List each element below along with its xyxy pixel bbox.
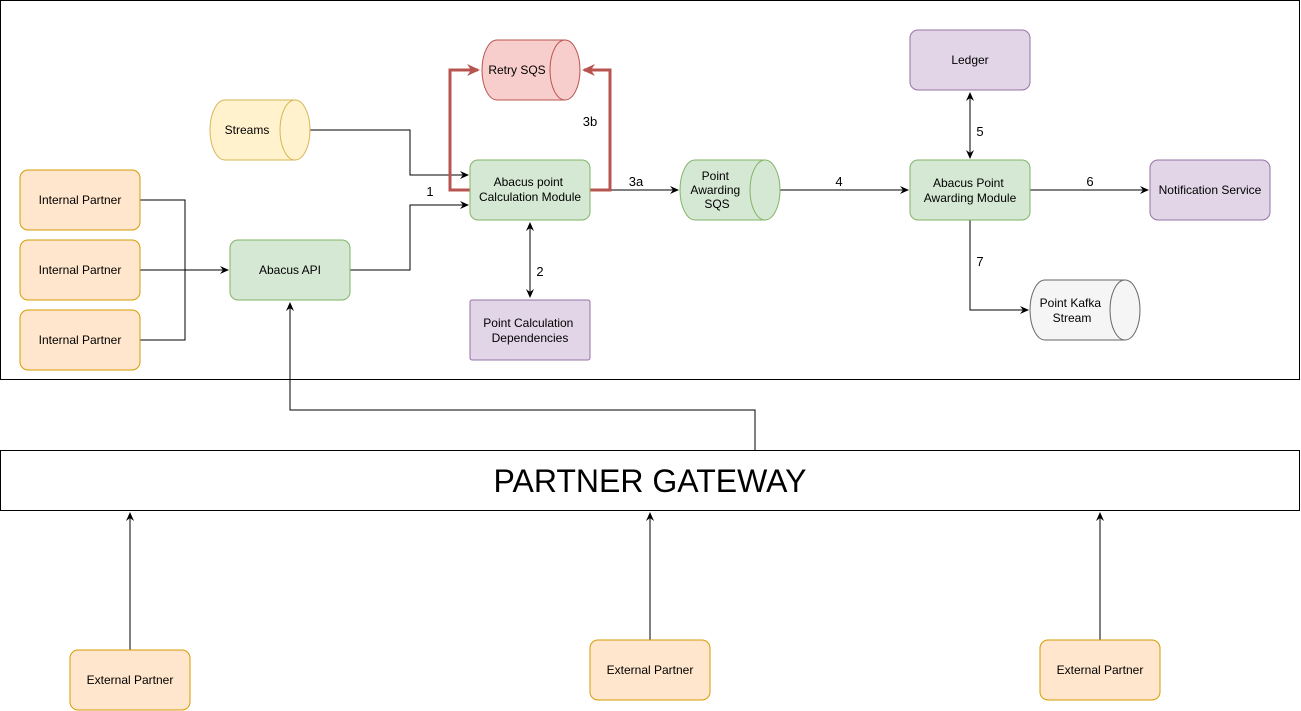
edge-label-3a: 3a xyxy=(629,174,644,189)
notification-service-shape xyxy=(1149,159,1271,221)
edge-label-3b: 3b xyxy=(583,114,597,129)
edge-label-5: 5 xyxy=(976,124,983,139)
edge-label-6: 6 xyxy=(1086,174,1093,189)
awarding-module-label: Abacus Point Awarding Module xyxy=(924,176,1017,205)
point-awarding-sqs-line: SQS xyxy=(704,197,729,211)
internal-partner-box: Internal Partner xyxy=(19,239,141,301)
edge-api-to-calc xyxy=(350,201,469,271)
notification-service-label: Notification Service xyxy=(1159,183,1262,197)
calculation-module-line: Calculation Module xyxy=(479,190,581,204)
edge-module-to-kafka xyxy=(969,220,1029,314)
point-awarding-sqs-line: Awarding xyxy=(690,183,740,197)
streams-label: Streams xyxy=(225,123,270,137)
internal-partner-shape xyxy=(19,309,141,371)
retry-sqs-queue: Retry SQS xyxy=(481,39,581,101)
point-awarding-sqs-label: Point Awarding SQS xyxy=(690,169,743,211)
awarding-module-box: Abacus Point Awarding Module xyxy=(909,159,1031,221)
kafka-stream-label: Point Kafka Stream xyxy=(1040,296,1105,325)
external-partner-label: External Partner xyxy=(87,673,174,687)
awarding-module-shape xyxy=(909,159,1031,221)
partner-gateway-box: PARTNER GATEWAY xyxy=(0,450,1300,511)
edge-calc-to-retry-left xyxy=(448,64,480,192)
retry-sqs-label: Retry SQS xyxy=(488,63,545,77)
external-partner-label: External Partner xyxy=(1057,663,1144,677)
external-partner-box: External Partner xyxy=(1039,639,1161,701)
abacus-api-label: Abacus API xyxy=(259,263,321,277)
calculation-module-box: Abacus point Calculation Module xyxy=(469,159,591,221)
edge-label-7: 7 xyxy=(976,254,983,269)
calculation-dependencies-box: Point Calculation Dependencies xyxy=(469,299,591,361)
calculation-module-line: Abacus point xyxy=(494,175,564,189)
calculation-dependencies-line: Dependencies xyxy=(492,331,569,345)
notification-service-box: Notification Service xyxy=(1149,159,1271,221)
internal-partner-label: Internal Partner xyxy=(39,333,122,347)
external-partner-shape xyxy=(69,649,191,711)
edge-partner3-to-api xyxy=(140,270,186,341)
calculation-module-shape xyxy=(469,159,591,221)
streams-cap xyxy=(279,99,296,161)
internal-partner-box: Internal Partner xyxy=(19,309,141,371)
awarding-module-line: Awarding Module xyxy=(924,191,1017,205)
abacus-api-shape xyxy=(229,239,351,301)
edge-label-1: 1 xyxy=(426,184,433,199)
edge-label-2: 2 xyxy=(536,264,543,279)
ledger-box: Ledger xyxy=(909,29,1031,91)
external-partner-shape xyxy=(1039,639,1161,701)
internal-partner-label: Internal Partner xyxy=(39,263,122,277)
kafka-stream-queue: Point Kafka Stream xyxy=(1029,279,1141,341)
internal-partner-box: Internal Partner xyxy=(19,169,141,231)
kafka-stream-line: Stream xyxy=(1053,311,1092,325)
system-boundary xyxy=(0,0,1300,380)
edge-gateway-to-api xyxy=(286,302,756,450)
external-partner-box: External Partner xyxy=(69,649,191,711)
point-awarding-sqs-cap xyxy=(749,159,766,221)
calculation-dependencies-line: Point Calculation xyxy=(483,316,573,330)
kafka-stream-line: Point Kafka xyxy=(1040,296,1102,310)
partner-gateway-label: PARTNER GATEWAY xyxy=(494,463,807,499)
internal-partner-shape xyxy=(19,169,141,231)
calculation-dependencies-shape xyxy=(469,299,591,361)
partner-gateway-shape xyxy=(0,450,1300,511)
ledger-label: Ledger xyxy=(951,53,988,67)
kafka-stream-cap xyxy=(1109,279,1126,341)
abacus-api-box: Abacus API xyxy=(229,239,351,301)
calculation-dependencies-label: Point Calculation Dependencies xyxy=(483,316,576,345)
point-awarding-sqs-queue: Point Awarding SQS xyxy=(679,159,781,221)
edge-partner1-to-api xyxy=(140,199,186,270)
edge-label-4: 4 xyxy=(835,174,842,189)
external-partner-box: External Partner xyxy=(589,639,711,701)
ledger-shape xyxy=(909,29,1031,91)
awarding-module-line: Abacus Point xyxy=(933,176,1004,190)
calculation-module-label: Abacus point Calculation Module xyxy=(479,175,581,204)
kafka-stream-shape xyxy=(1029,279,1141,341)
external-partner-shape xyxy=(589,639,711,701)
edge-calc-to-retry-right xyxy=(582,64,612,192)
internal-partner-shape xyxy=(19,239,141,301)
internal-partner-label: Internal Partner xyxy=(39,193,122,207)
retry-sqs-cap xyxy=(549,39,566,101)
streams-queue: Streams xyxy=(209,99,311,161)
point-awarding-sqs-line: Point xyxy=(702,169,730,183)
external-partner-label: External Partner xyxy=(607,663,694,677)
edge-streams-to-calc xyxy=(310,129,469,179)
